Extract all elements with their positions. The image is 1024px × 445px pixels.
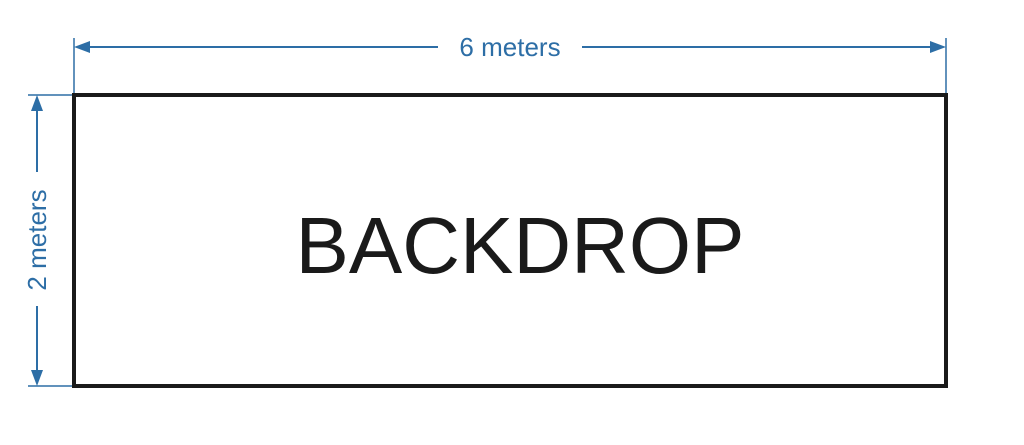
height-label: 2 meters (22, 189, 52, 290)
backdrop-outline (72, 93, 948, 388)
width-label: 6 meters (459, 32, 560, 62)
height-dimension: 2 meters (22, 94, 74, 387)
backdrop-panel: BACKDROP (72, 93, 948, 388)
height-arrow-top-icon (31, 95, 43, 111)
width-arrow-left-icon (74, 41, 90, 53)
width-dimension: 6 meters (73, 32, 947, 95)
width-arrow-right-icon (930, 41, 946, 53)
height-arrow-bottom-icon (31, 370, 43, 386)
backdrop-label: BACKDROP (296, 201, 745, 290)
